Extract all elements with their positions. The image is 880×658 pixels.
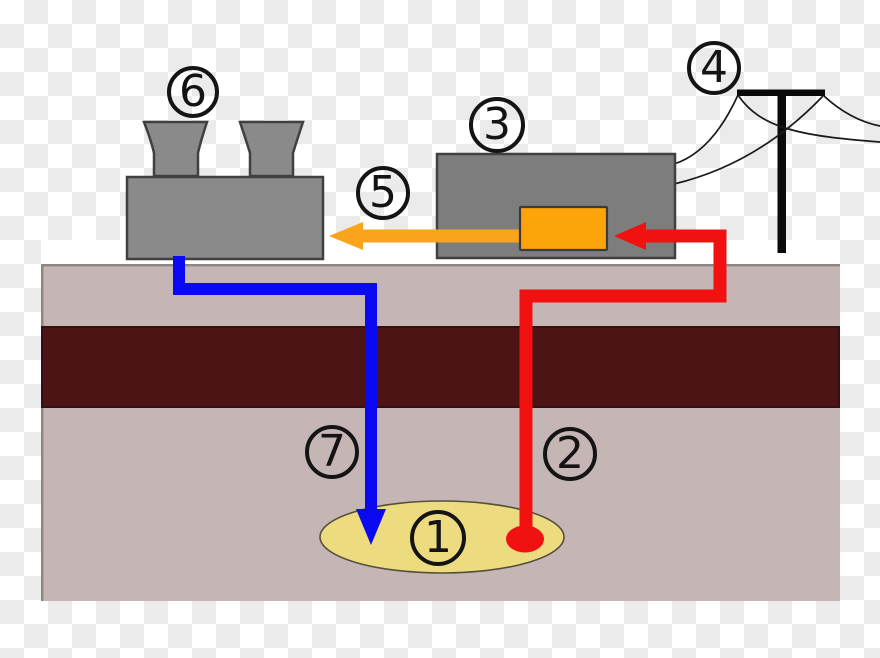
blue-arrowhead — [356, 509, 386, 545]
label-2-production-well: 2 — [543, 427, 597, 481]
cooling-tower-left — [142, 120, 209, 178]
label-6-cooling-towers: 6 — [167, 66, 219, 118]
power-lines-icon — [673, 94, 880, 185]
well-bottom-dot-icon — [506, 525, 544, 553]
cooling-tower-right — [238, 120, 305, 178]
label-3-power-plant: 3 — [469, 97, 525, 153]
label-5-heat-transfer: 5 — [356, 166, 410, 220]
red-arrowhead — [614, 222, 646, 250]
cooling-tower-building-icon — [125, 120, 325, 261]
label-4-power-pole: 4 — [687, 41, 741, 95]
rock-layer — [41, 326, 840, 408]
heat-arrow-icon — [329, 222, 521, 250]
pole-mast — [777, 90, 786, 253]
pole-crossbar — [737, 89, 825, 96]
label-7-injection-well: 7 — [305, 425, 359, 479]
power-pole-icon — [737, 89, 825, 253]
production-pipe-icon — [506, 222, 727, 553]
injection-pipe-icon — [173, 256, 386, 545]
label-1-reservoir: 1 — [410, 510, 466, 566]
ground-edge-line — [41, 264, 840, 601]
generator-box-icon — [518, 205, 609, 252]
cooling-building-body — [125, 175, 325, 261]
